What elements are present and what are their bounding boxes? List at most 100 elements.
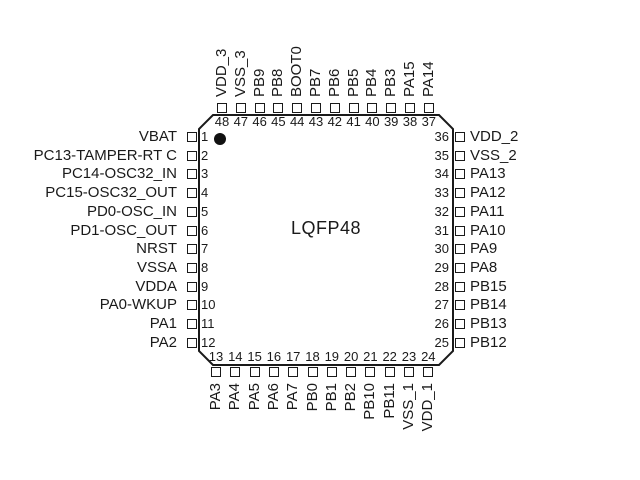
pin-47-label: VSS_3 — [231, 50, 249, 97]
pin-2-label: PC13-TAMPER-RT C — [33, 146, 177, 164]
pin-13-number: 13 — [208, 349, 224, 364]
pin-7-label: NRST — [136, 240, 177, 258]
pin-13-label: PA3 — [207, 383, 224, 411]
pin-8-number: 8 — [201, 259, 209, 275]
pin-11-pad — [187, 319, 197, 329]
pin-42-pad — [329, 103, 340, 113]
pin-8-pad — [187, 262, 197, 273]
pin1-indicator-dot — [214, 133, 226, 145]
pin-22-label: PB11 — [380, 383, 398, 419]
pin-14-number: 14 — [228, 349, 243, 364]
pin-10-number: 10 — [201, 297, 216, 313]
pin-23-label: VSS_1 — [400, 383, 417, 430]
pin-18-pad — [307, 367, 318, 377]
pin-1-number: 1 — [201, 129, 209, 144]
pin-34-label: PA13 — [470, 165, 506, 183]
pin-19-number: 19 — [324, 349, 340, 364]
pin-46-label: PB9 — [250, 68, 268, 97]
pin-26-pad — [455, 319, 465, 329]
pin-5-number: 5 — [201, 203, 209, 219]
pin-43-pad — [311, 103, 321, 113]
pin-32-pad — [455, 206, 465, 217]
pin-9-pad — [187, 281, 197, 292]
pin-1-pad — [187, 132, 197, 142]
pin-6-label: PD1-OSC_OUT — [70, 221, 177, 239]
pin-33-pad — [455, 188, 465, 199]
pin-48-label: VDD_3 — [213, 48, 230, 97]
pin-36-label: VDD_2 — [470, 128, 519, 145]
pin-7-number: 7 — [201, 241, 209, 257]
pin-11-label: PA1 — [149, 315, 177, 332]
pin-39-label: PB3 — [382, 68, 400, 97]
pin-18-number: 18 — [305, 349, 320, 364]
pin-48-pad — [217, 103, 227, 113]
pin-33-label: PA12 — [470, 184, 506, 202]
pin-4-label: PC15-OSC32_OUT — [45, 184, 177, 202]
pin-31-label: PA10 — [470, 221, 506, 239]
pin-10-pad — [187, 300, 197, 311]
pin-29-number: 29 — [434, 259, 449, 275]
pin-15-number: 15 — [247, 349, 262, 364]
pin-11-number: 11 — [201, 316, 215, 331]
pin-28-number: 28 — [434, 278, 449, 294]
pin-15-pad — [249, 367, 260, 377]
pin-22-number: 22 — [382, 349, 397, 364]
pin-5-pad — [187, 206, 197, 217]
pin-21-pad — [365, 367, 376, 377]
pin-44-label: BOOT0 — [288, 46, 306, 97]
pin-8-label: VSSA — [136, 258, 177, 276]
pin-13-pad — [211, 367, 221, 377]
pin-7-pad — [187, 244, 197, 255]
pin-44-pad — [292, 103, 303, 113]
pin-27-pad — [455, 300, 465, 311]
pin-20-pad — [346, 367, 357, 377]
pin-45-pad — [273, 103, 284, 113]
pin-25-pad — [455, 337, 465, 348]
pin-32-label: PA11 — [470, 202, 505, 220]
pin-43-label: PB7 — [307, 68, 324, 97]
pin-3-number: 3 — [201, 166, 209, 182]
pin-2-number: 2 — [201, 147, 209, 163]
pin-17-number: 17 — [285, 349, 301, 364]
pin-43-number: 43 — [308, 114, 324, 129]
pin-24-pad — [423, 367, 434, 377]
pin-41-number: 41 — [346, 114, 361, 129]
pin-29-label: PA8 — [470, 258, 498, 276]
pin-39-number: 39 — [383, 114, 399, 129]
pin-34-number: 34 — [434, 166, 449, 182]
pin-26-number: 26 — [434, 316, 449, 331]
pin-16-number: 16 — [266, 349, 282, 364]
pin-10-label: PA0-WKUP — [99, 296, 177, 314]
pin-41-pad — [348, 103, 359, 113]
pin-48-number: 48 — [214, 114, 230, 129]
pin-20-number: 20 — [343, 349, 359, 364]
chip-body-outline — [198, 114, 454, 366]
pin-23-pad — [404, 367, 414, 377]
pin-25-label: PB12 — [470, 333, 507, 351]
pin-45-label: PB8 — [269, 68, 287, 97]
pin-3-label: PC14-OSC32_IN — [61, 165, 177, 183]
pin-35-pad — [455, 150, 465, 161]
pin-46-number: 46 — [252, 114, 267, 129]
pin-12-pad — [187, 337, 197, 348]
pin-36-pad — [455, 132, 465, 142]
pin-30-pad — [455, 244, 465, 255]
package-label: LQFP48 — [290, 218, 362, 238]
pin-4-pad — [187, 188, 197, 199]
pin-24-label: VDD_1 — [419, 383, 437, 432]
pin-40-number: 40 — [365, 114, 380, 129]
pin-22-pad — [384, 367, 395, 377]
pin-44-number: 44 — [289, 114, 305, 129]
pin-6-number: 6 — [201, 222, 209, 238]
chip-body — [198, 114, 454, 366]
pin-25-number: 25 — [434, 334, 449, 350]
pin-29-pad — [455, 262, 465, 273]
pin-12-number: 12 — [201, 334, 216, 350]
pin-32-number: 32 — [434, 203, 449, 219]
pin-6-pad — [187, 225, 197, 236]
pin-21-number: 21 — [363, 349, 378, 364]
pin-3-pad — [187, 169, 197, 180]
pin-36-number: 36 — [434, 129, 449, 144]
pin-47-number: 47 — [233, 114, 249, 129]
